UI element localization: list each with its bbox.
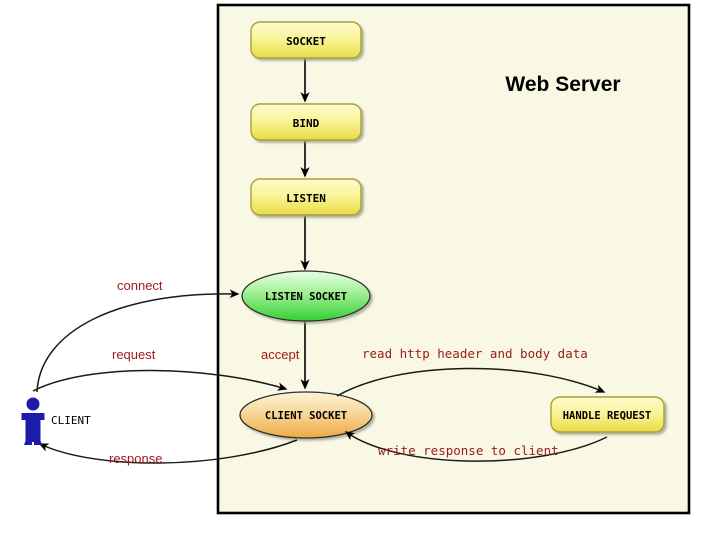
- edge-connect: [36, 289, 240, 393]
- edge-response: [38, 439, 298, 464]
- socket-box[interactable]: [250, 21, 362, 59]
- node-socket[interactable]: SOCKET: [250, 21, 362, 59]
- edge-write-response: [344, 431, 608, 462]
- edge-label-request: request: [112, 347, 156, 362]
- client-socket-label: CLIENT SOCKET: [265, 410, 347, 422]
- client-actor-label: CLIENT: [51, 414, 91, 427]
- panel-title: Web Server: [505, 73, 620, 96]
- client-actor[interactable]: CLIENT: [21, 397, 92, 446]
- edge-label-write: write response to client: [378, 443, 559, 458]
- handle-request-box[interactable]: [550, 396, 665, 433]
- listen-label: LISTEN: [286, 192, 326, 205]
- edge-request: [32, 369, 288, 392]
- edge-label-accept: accept: [261, 347, 300, 362]
- listen-box[interactable]: [250, 178, 362, 216]
- listen-socket-ellipse[interactable]: [241, 270, 371, 322]
- node-client-socket[interactable]: CLIENT SOCKET: [239, 391, 373, 439]
- node-listen[interactable]: LISTEN: [250, 178, 362, 216]
- node-handle-request[interactable]: HANDLE REQUEST: [550, 396, 665, 433]
- handle-request-label: HANDLE REQUEST: [563, 410, 652, 422]
- node-listen-socket[interactable]: LISTEN SOCKET: [241, 270, 371, 322]
- person-icon: [21, 397, 45, 445]
- listen-socket-label: LISTEN SOCKET: [265, 291, 347, 303]
- bind-label: BIND: [293, 117, 320, 130]
- edge-label-response: response: [109, 451, 162, 466]
- node-bind[interactable]: BIND: [250, 103, 362, 141]
- edge-read-request: [336, 367, 606, 397]
- socket-label: SOCKET: [286, 35, 326, 48]
- bind-box[interactable]: [250, 103, 362, 141]
- edge-label-read: read http header and body data: [362, 346, 588, 361]
- client-socket-ellipse[interactable]: [239, 391, 373, 439]
- edge-label-connect: connect: [117, 278, 163, 293]
